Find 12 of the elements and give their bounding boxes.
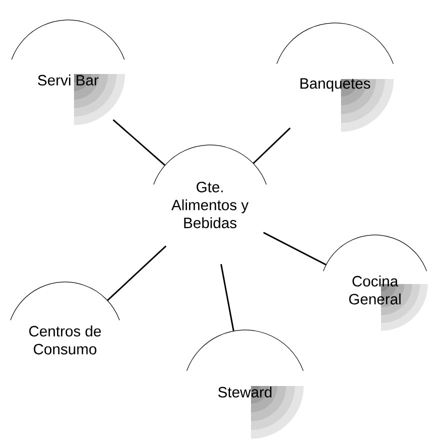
circle-node: Banquetes	[276, 22, 394, 132]
circle-node: Gte. Alimentos y Bebidas	[153, 144, 267, 228]
circle-node: Steward	[186, 330, 304, 439]
circle-node: Servi Bar	[11, 20, 125, 125]
circle-node: Cocina General	[323, 234, 428, 331]
connector-line	[252, 128, 291, 164]
connector-line	[112, 119, 166, 166]
circle-node: Centros de Consumo	[10, 282, 120, 354]
node-label: Cocina	[352, 276, 398, 287]
connector-line	[263, 232, 326, 266]
connector-line	[220, 264, 234, 331]
connector-line	[107, 245, 166, 301]
